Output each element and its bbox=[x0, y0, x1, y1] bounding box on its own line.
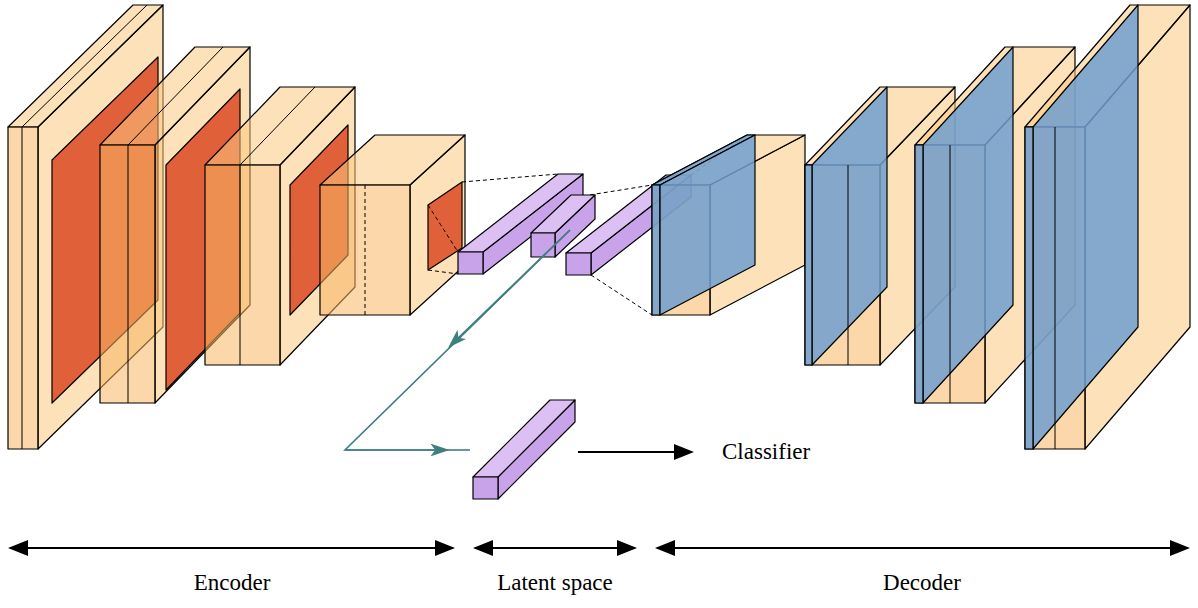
section-label: Latent space bbox=[497, 570, 613, 595]
latent-vector bbox=[473, 400, 575, 499]
decoder-layer bbox=[1025, 5, 1190, 449]
encoder-layer bbox=[8, 5, 163, 449]
decoder-layer bbox=[652, 135, 805, 315]
section-label: Encoder bbox=[194, 570, 271, 595]
classifier-label: Classifier bbox=[722, 439, 810, 464]
classifier-arrow bbox=[578, 451, 692, 453]
branch-line bbox=[440, 449, 470, 451]
section-label: Decoder bbox=[883, 570, 961, 595]
branch-line bbox=[345, 230, 570, 450]
branch-arrow bbox=[345, 449, 440, 451]
branch-arrow bbox=[455, 230, 570, 341]
encoder-layer bbox=[320, 135, 465, 315]
range-arrows bbox=[10, 547, 1188, 549]
